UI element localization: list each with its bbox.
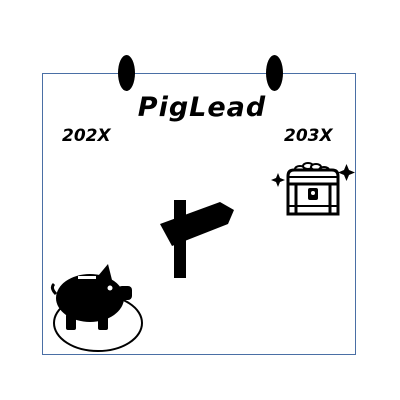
start-year-label: 202X — [62, 126, 111, 146]
binder-ring-right — [266, 55, 283, 91]
treasure-chest-icon — [268, 156, 358, 222]
piggy-bank-icon — [50, 258, 160, 358]
end-year-label: 203X — [284, 126, 333, 146]
binder-ring-left — [118, 55, 135, 91]
card-title: PigLead — [137, 92, 267, 123]
signpost-icon — [150, 192, 240, 282]
